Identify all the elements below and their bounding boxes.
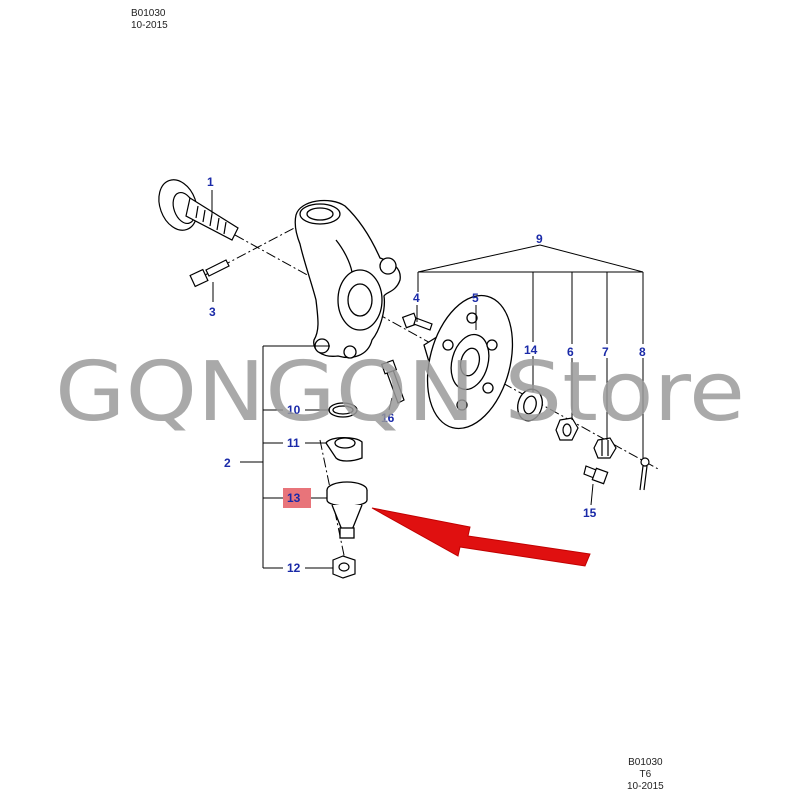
callout-11: 11 xyxy=(287,436,300,450)
callout-13: 13 xyxy=(287,491,301,505)
bolt-part-4 xyxy=(401,312,433,331)
callout-2: 2 xyxy=(224,456,231,470)
red-pointer-arrow xyxy=(371,507,591,567)
callout-15: 15 xyxy=(583,506,597,520)
callout-5: 5 xyxy=(472,291,479,305)
callout-7: 7 xyxy=(602,345,609,359)
drawing-code: B01030 xyxy=(131,8,166,19)
cotter-pin xyxy=(639,457,650,491)
drawing-code: B01030 xyxy=(628,757,663,768)
callout-6: 6 xyxy=(567,345,574,359)
hub-nut xyxy=(555,417,579,441)
drawing-model: T6 xyxy=(639,769,652,780)
bolt-part-3 xyxy=(189,259,230,288)
callout-8: 8 xyxy=(639,345,646,359)
callout-12: 12 xyxy=(287,561,301,575)
callout-10: 10 xyxy=(287,403,301,417)
castle-nut xyxy=(593,437,617,459)
callout-16: 16 xyxy=(381,411,395,425)
ball-joint xyxy=(326,481,368,539)
steering-knuckle xyxy=(294,199,401,359)
leader-lines xyxy=(211,190,644,569)
callout-1: 1 xyxy=(207,175,214,189)
callout-9: 9 xyxy=(536,232,543,246)
callout-4: 4 xyxy=(413,291,420,305)
drawing-code-bottom: B01030 T6 10-2015 xyxy=(627,757,664,793)
highlight-box xyxy=(283,488,311,508)
hub-seal xyxy=(517,388,543,422)
drawing-date: 10-2015 xyxy=(627,781,664,792)
bolt-part-16 xyxy=(380,359,405,404)
store-watermark: GQNGQN Store xyxy=(55,345,745,440)
ball-joint-nut xyxy=(332,555,356,579)
wheel-hub-flange xyxy=(423,294,514,430)
callout-3: 3 xyxy=(209,305,216,319)
callout-numbers: 1 2 3 4 5 6 7 8 9 10 11 12 13 14 15 16 xyxy=(207,175,646,575)
drawing-date: 10-2015 xyxy=(131,20,168,31)
stub-shaft-part xyxy=(158,179,239,241)
drawing-code-top: B01030 10-2015 xyxy=(131,8,168,32)
bolt-part-15 xyxy=(583,465,609,485)
callout-14: 14 xyxy=(524,343,538,357)
ball-joint-boot xyxy=(325,436,363,462)
